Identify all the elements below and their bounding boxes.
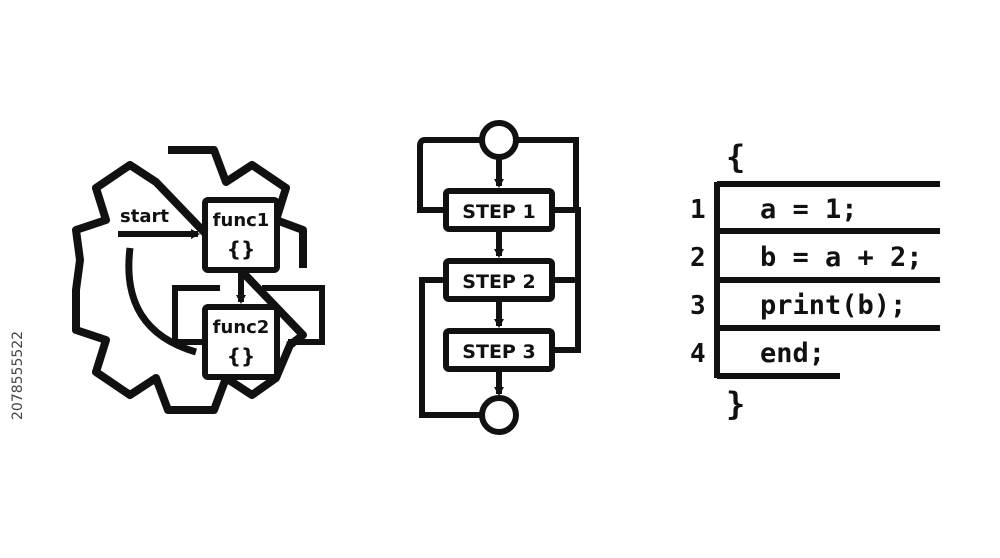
step2-label: STEP 2: [462, 271, 535, 293]
code-line-4: end;: [760, 338, 825, 369]
code-line-2: b = a + 2;: [760, 242, 923, 273]
code-line-3: print(b);: [760, 290, 906, 321]
open-brace: {: [726, 138, 745, 176]
code-line-1: a = 1;: [760, 194, 858, 225]
gear-outline: [72, 146, 307, 414]
flowchart-icon: STEP 1 STEP 2 STEP 3: [417, 120, 581, 435]
close-brace: }: [726, 385, 745, 423]
func1-braces: {}: [227, 237, 255, 261]
line-number-4: 4: [690, 339, 706, 369]
start-node: [479, 120, 519, 160]
start-label: start: [120, 206, 169, 227]
func2-braces: {}: [227, 344, 255, 368]
step1-label: STEP 1: [462, 201, 535, 223]
func2-label: func2: [213, 317, 270, 338]
step3-label: STEP 3: [462, 341, 535, 363]
gear-function-icon: start func1 {} func2 {}: [72, 146, 325, 414]
stock-id-label: 2078555522: [10, 330, 26, 420]
line-number-3: 3: [690, 291, 706, 321]
code-listing-icon: { 1 a = 1; 2 b = a + 2; 3 print(b); 4 en…: [690, 138, 940, 423]
line-number-1: 1: [690, 195, 706, 225]
func1-label: func1: [213, 210, 270, 231]
end-node: [479, 395, 519, 435]
line-number-2: 2: [690, 243, 706, 273]
